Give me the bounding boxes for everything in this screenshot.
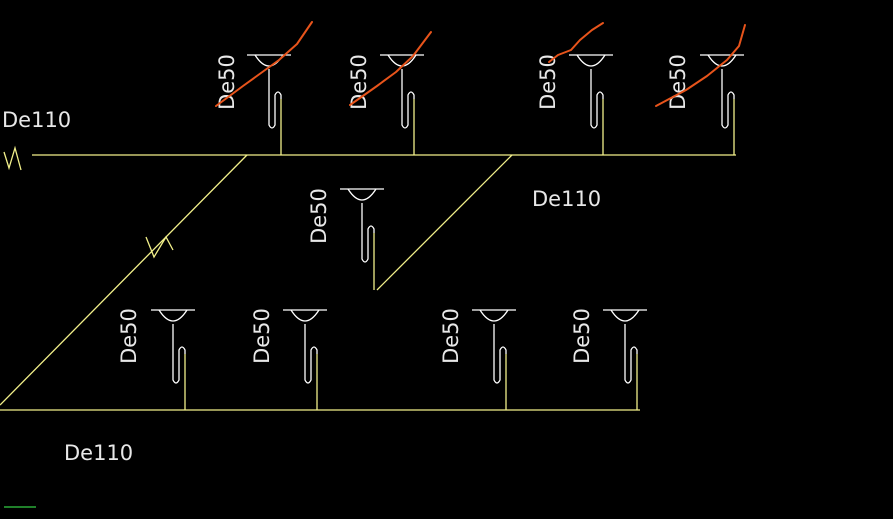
fixture[interactable]: De50 <box>250 308 327 410</box>
diagonal-pipe-left[interactable] <box>0 154 248 406</box>
fixture-trap <box>721 69 735 129</box>
markup-group <box>215 21 746 107</box>
fixture[interactable]: De50 <box>347 54 424 155</box>
fixture-size-label: De50 <box>570 308 594 364</box>
diagonal-pipe-right[interactable] <box>376 154 513 291</box>
fixture-trap <box>493 324 507 384</box>
fixture[interactable]: De50 <box>570 308 647 410</box>
fixture-size-label: De50 <box>536 54 560 110</box>
fixture-bowl <box>347 188 377 201</box>
fixture-trap <box>304 324 318 384</box>
fixture[interactable]: De50 <box>439 308 516 410</box>
strike-markup <box>215 21 313 107</box>
strike-markup <box>548 22 604 63</box>
lower-main-label: De110 <box>64 441 133 465</box>
diagonal-break-symbol <box>145 235 174 259</box>
fixture[interactable]: De50 <box>536 54 613 155</box>
fixture-bowl <box>576 54 606 67</box>
fixture-trap <box>624 324 638 384</box>
fixture-size-label: De50 <box>666 54 690 110</box>
fixture-bowl <box>479 309 509 322</box>
fixture-trap <box>268 69 282 129</box>
fixture-size-label: De50 <box>250 308 274 364</box>
fixture-bowl <box>707 54 737 67</box>
fixture-trap <box>401 69 415 129</box>
middle-pipe-label: De110 <box>532 187 601 211</box>
fixture-bowl <box>610 309 640 322</box>
upper-break-symbol <box>3 145 22 171</box>
fixture-size-label: De50 <box>117 308 141 364</box>
fixture[interactable]: De50 <box>215 54 291 155</box>
strike-markup <box>349 31 432 106</box>
fixture[interactable]: De50 <box>307 188 384 290</box>
fixture[interactable]: De50 <box>117 308 195 410</box>
strike-markup <box>655 24 746 107</box>
fixture[interactable]: De50 <box>666 54 744 155</box>
pipe-network <box>0 145 736 508</box>
fixture-trap <box>590 69 604 129</box>
fixture-size-label: De50 <box>307 188 331 244</box>
upper-main-label: De110 <box>2 108 71 132</box>
fixture-bowl <box>290 309 320 322</box>
fixture-size-label: De50 <box>439 308 463 364</box>
fixture-trap <box>172 324 186 384</box>
fixture-bowl <box>158 309 188 322</box>
fixture-size-label: De50 <box>347 54 371 110</box>
fixture-trap <box>361 203 375 263</box>
fixture-size-label: De50 <box>215 54 239 110</box>
